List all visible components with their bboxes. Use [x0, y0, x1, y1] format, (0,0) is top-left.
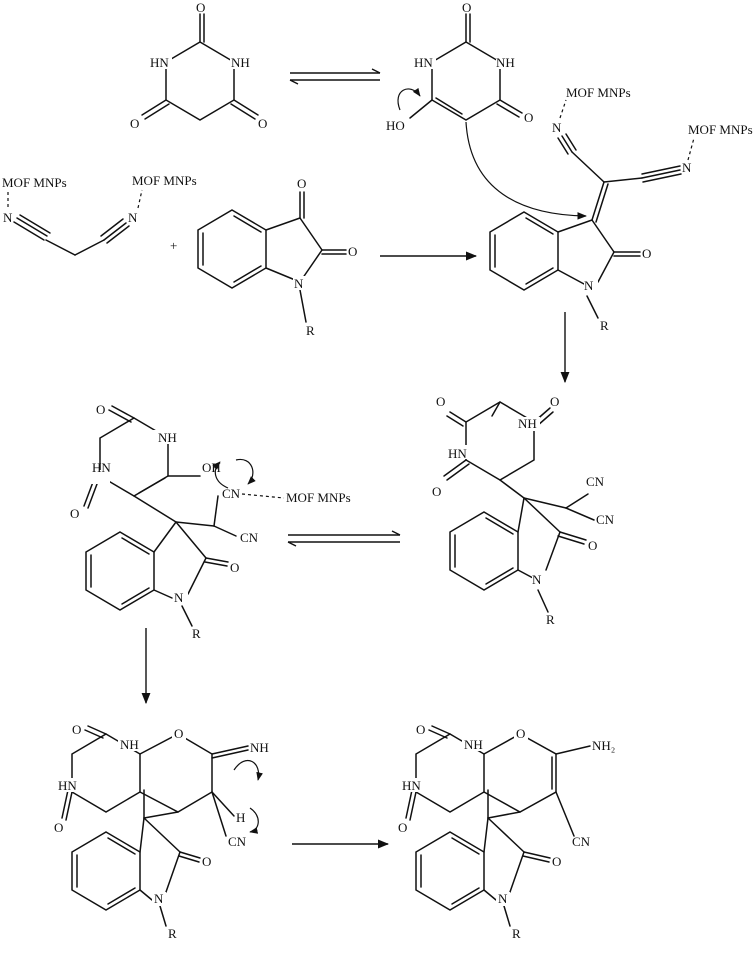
michael-adduct-enol: O NH HN OH O CN MOF MNPs CN O N R [70, 402, 351, 641]
atom-n: N [532, 572, 542, 587]
atom-o: O [230, 560, 239, 575]
atom-o: O [130, 116, 139, 131]
atom-cn: CN [222, 486, 241, 501]
atom-r: R [192, 626, 201, 641]
atom-nh: NH [496, 55, 515, 70]
plus-sign: + [170, 238, 177, 253]
michael-adduct-keto: O NH HN O O CN CN O N R [432, 394, 615, 627]
atom-n: N [154, 891, 164, 906]
atom-o: O [416, 722, 425, 737]
atom-hn: HN [402, 778, 421, 793]
atom-cn: CN [596, 512, 615, 527]
atom-r: R [168, 926, 177, 941]
atom-o: O [96, 402, 105, 417]
atom-hn: HN [150, 55, 169, 70]
atom-hn: HN [92, 460, 111, 475]
final-spiro-product: O NH HN O NH₂ CN O O N R [398, 722, 615, 941]
atom-o: O [72, 722, 81, 737]
atom-o: O [258, 116, 267, 131]
atom-r: R [546, 612, 555, 627]
atom-cn: CN [240, 530, 259, 545]
atom-nh: NH [158, 430, 177, 445]
atom-o: O [516, 726, 525, 741]
atom-cn: CN [572, 834, 591, 849]
atom-oh: OH [202, 460, 221, 475]
atom-o: O [70, 506, 79, 521]
atom-nh-imine: NH [250, 740, 269, 755]
mof-label: MOF MNPs [286, 490, 351, 505]
atom-o: O [552, 854, 561, 869]
atom-o: O [462, 0, 471, 15]
mof-label: MOF MNPs [688, 122, 753, 137]
atom-o: O [588, 538, 597, 553]
atom-n: N [682, 160, 692, 175]
atom-ho: HO [386, 118, 405, 133]
atom-o: O [642, 246, 651, 261]
atom-r: R [600, 318, 609, 333]
malononitrile-mof: MOF MNPs N N MOF MNPs + [2, 173, 197, 256]
atom-o: O [432, 484, 441, 499]
knoevenagel-adduct: N MOF MNPs N MOF MNPs O N R [489, 85, 753, 333]
atom-o: O [524, 110, 533, 125]
atom-o: O [196, 0, 205, 15]
equilibrium-arrow-tautomer [289, 68, 381, 85]
atom-n: N [498, 891, 508, 906]
atom-o: O [297, 176, 306, 191]
atom-o: O [202, 854, 211, 869]
atom-o: O [348, 244, 357, 259]
atom-hn: HN [414, 55, 433, 70]
mof-label: MOF MNPs [2, 175, 67, 190]
atom-n: N [3, 210, 13, 225]
atom-h: H [236, 810, 245, 825]
isatin: O O N R [197, 176, 357, 338]
equilibrium-arrow-middle [287, 530, 401, 547]
mof-label: MOF MNPs [566, 85, 631, 100]
atom-n: N [174, 590, 184, 605]
atom-cn: CN [586, 474, 605, 489]
atom-o: O [398, 820, 407, 835]
atom-nh: NH [518, 416, 537, 431]
atom-nh: NH [464, 737, 483, 752]
barbituric-acid-enol: O HN NH HO O [386, 0, 587, 220]
atom-r: R [512, 926, 521, 941]
atom-cn: CN [228, 834, 247, 849]
atom-nh: NH [120, 737, 139, 752]
atom-hn: HN [448, 446, 467, 461]
cyclised-imine-intermediate: O NH HN O NH H CN O O N R [54, 722, 269, 941]
atom-n: N [128, 210, 138, 225]
atom-o: O [436, 394, 445, 409]
atom-n: N [584, 278, 594, 293]
atom-o: O [174, 726, 183, 741]
atom-n: N [552, 120, 562, 135]
atom-o: O [54, 820, 63, 835]
atom-hn: HN [58, 778, 77, 793]
mof-label: MOF MNPs [132, 173, 197, 188]
atom-r: R [306, 323, 315, 338]
atom-nh: NH [231, 55, 250, 70]
atom-nh2: NH₂ [592, 738, 615, 753]
barbituric-acid-keto: O HN NH O O [130, 0, 267, 131]
atom-n: N [294, 276, 304, 291]
atom-o: O [550, 394, 559, 409]
